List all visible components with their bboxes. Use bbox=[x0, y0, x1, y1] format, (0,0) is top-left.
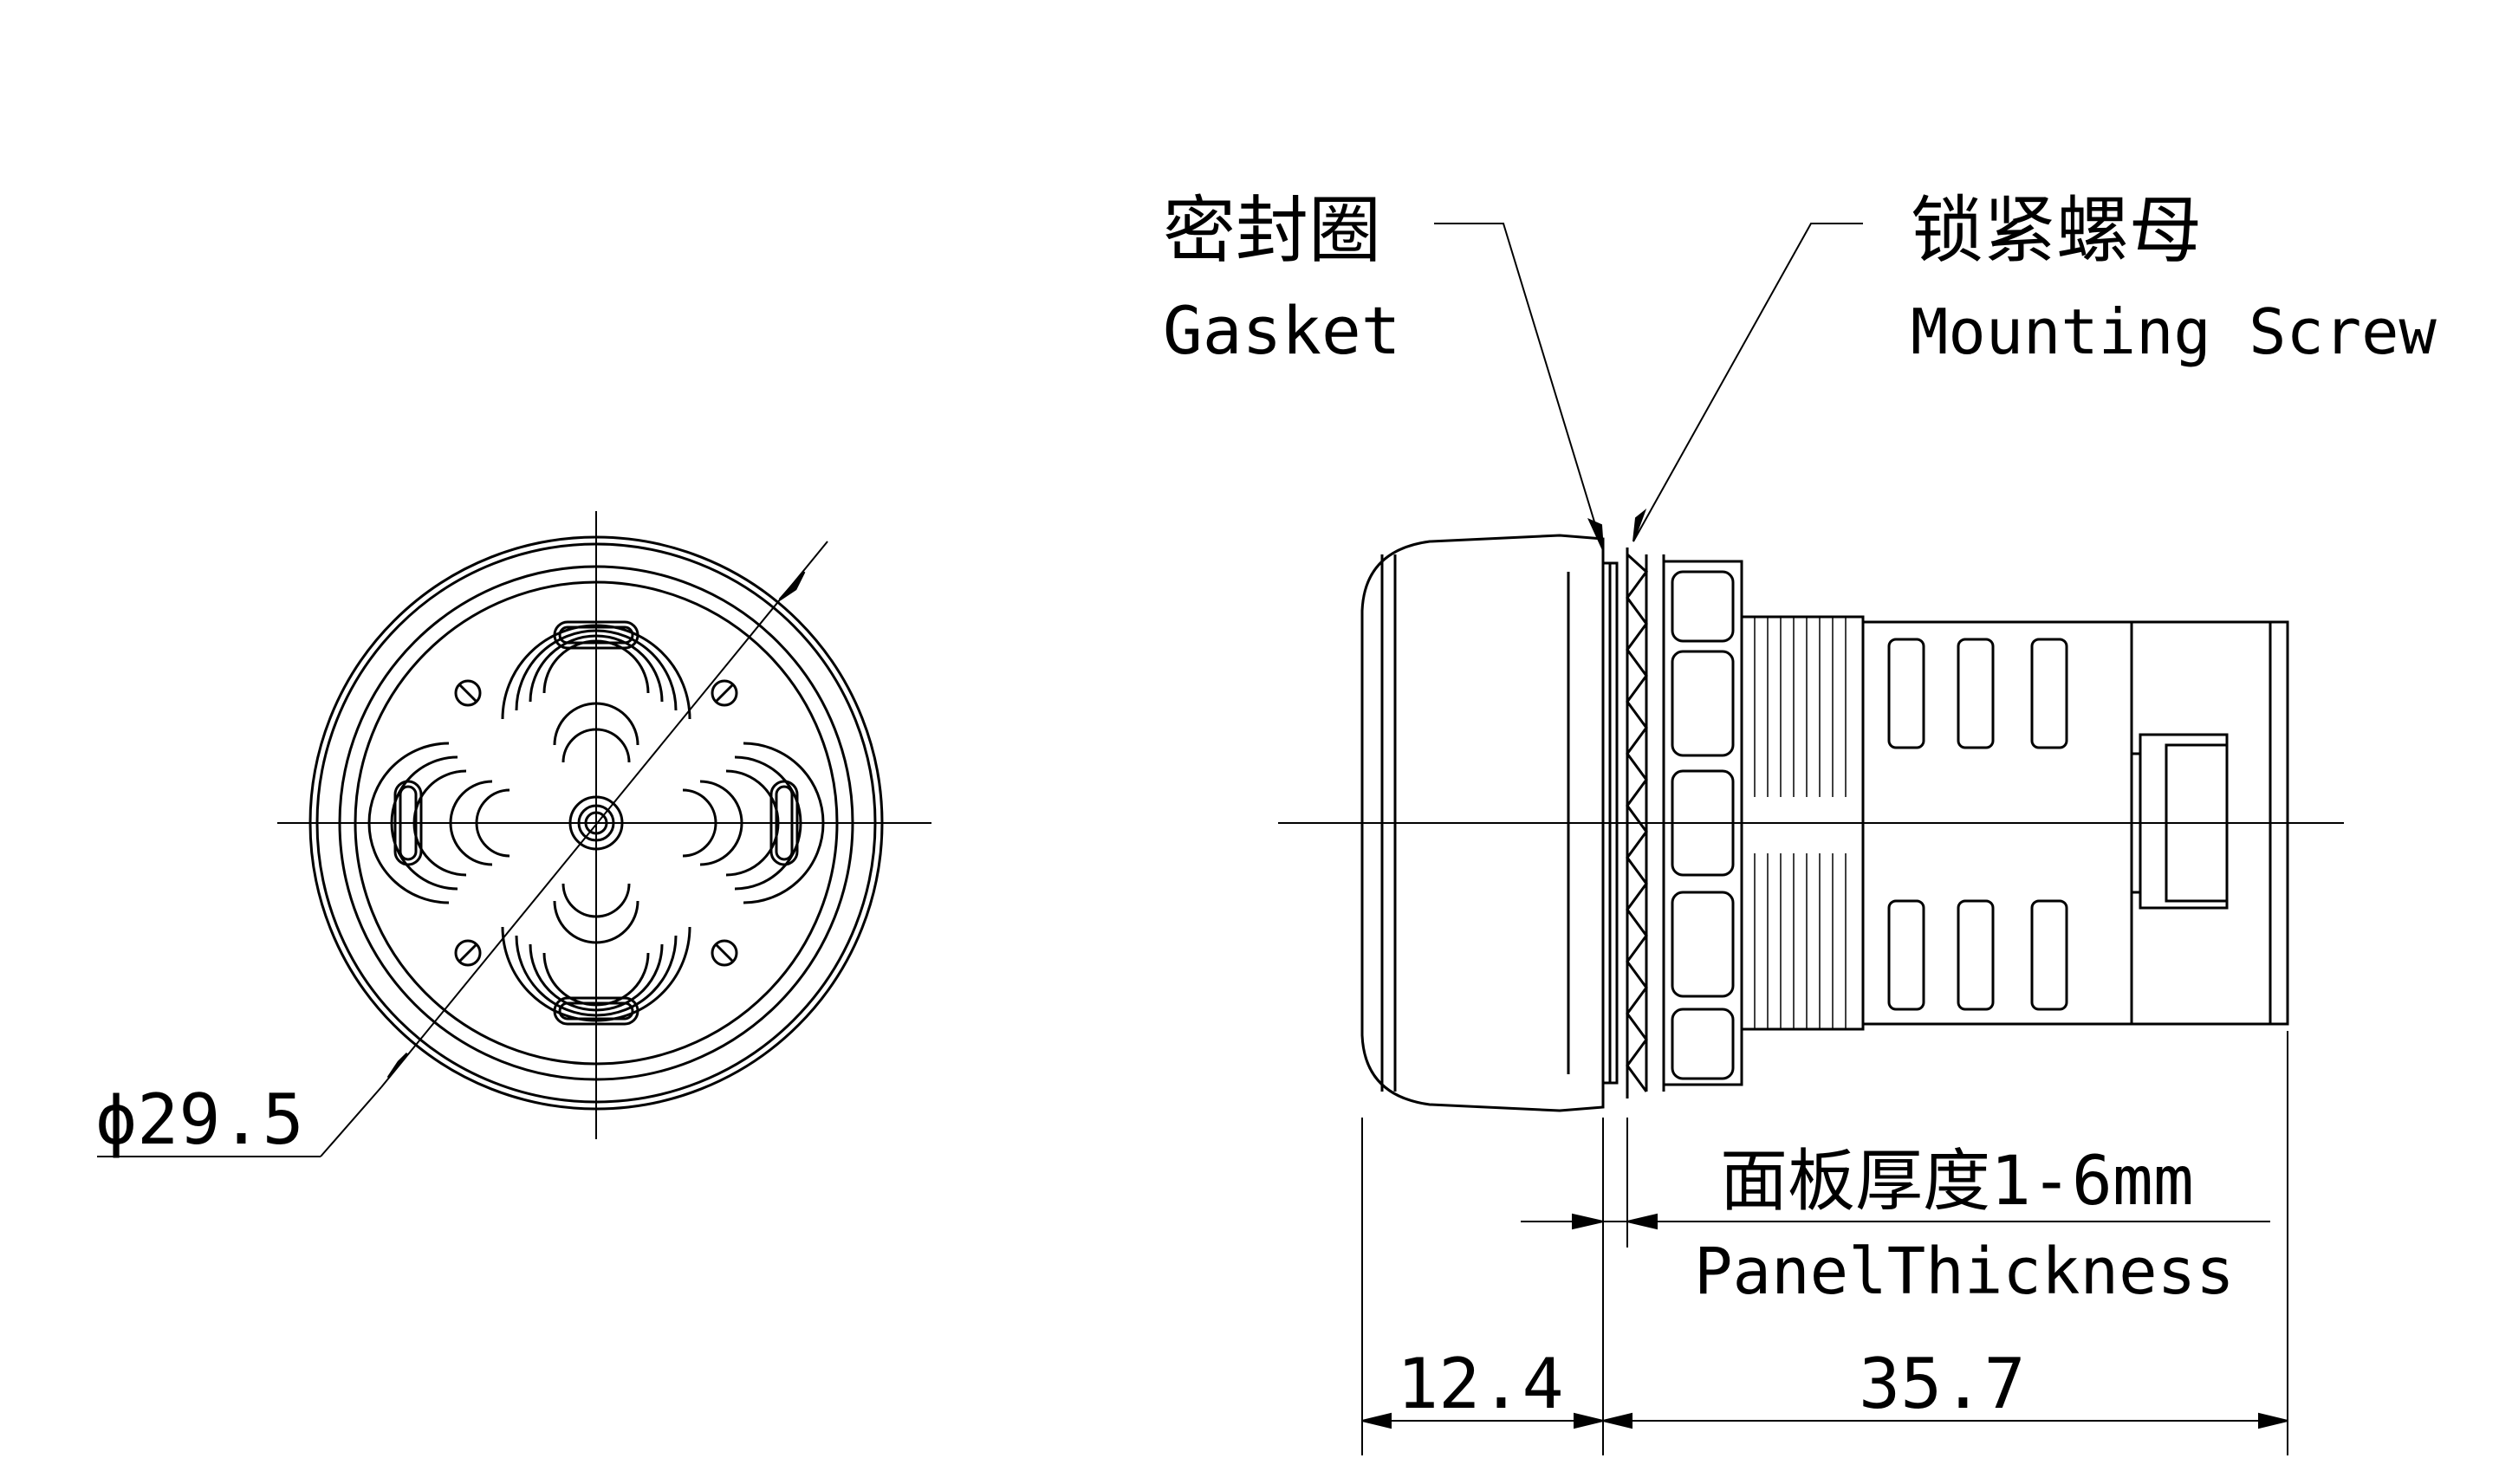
rear-length-dimension: 35.7 bbox=[1859, 1344, 2026, 1424]
screw-label-cn: 锁紧螺母 bbox=[1911, 188, 2202, 273]
front-view bbox=[97, 511, 931, 1157]
gasket-leader bbox=[1434, 223, 1604, 551]
gasket-label-cn: 密封圈 bbox=[1163, 188, 1381, 273]
diameter-dimension: ϕ29.5 bbox=[95, 1079, 304, 1160]
panel-thickness-cn: 面板厚度1-6mm bbox=[1720, 1143, 2194, 1221]
front-length-dimension: 12.4 bbox=[1397, 1344, 1564, 1424]
gasket-label-en: Gasket bbox=[1163, 292, 1401, 369]
panel-thickness-en: PanelThickness bbox=[1694, 1235, 2235, 1309]
screw-label-en: Mounting Screw bbox=[1911, 295, 2437, 368]
screw-leader bbox=[1632, 223, 1863, 542]
dimension-lines bbox=[1361, 1031, 2288, 1455]
side-view bbox=[1278, 534, 2344, 1112]
